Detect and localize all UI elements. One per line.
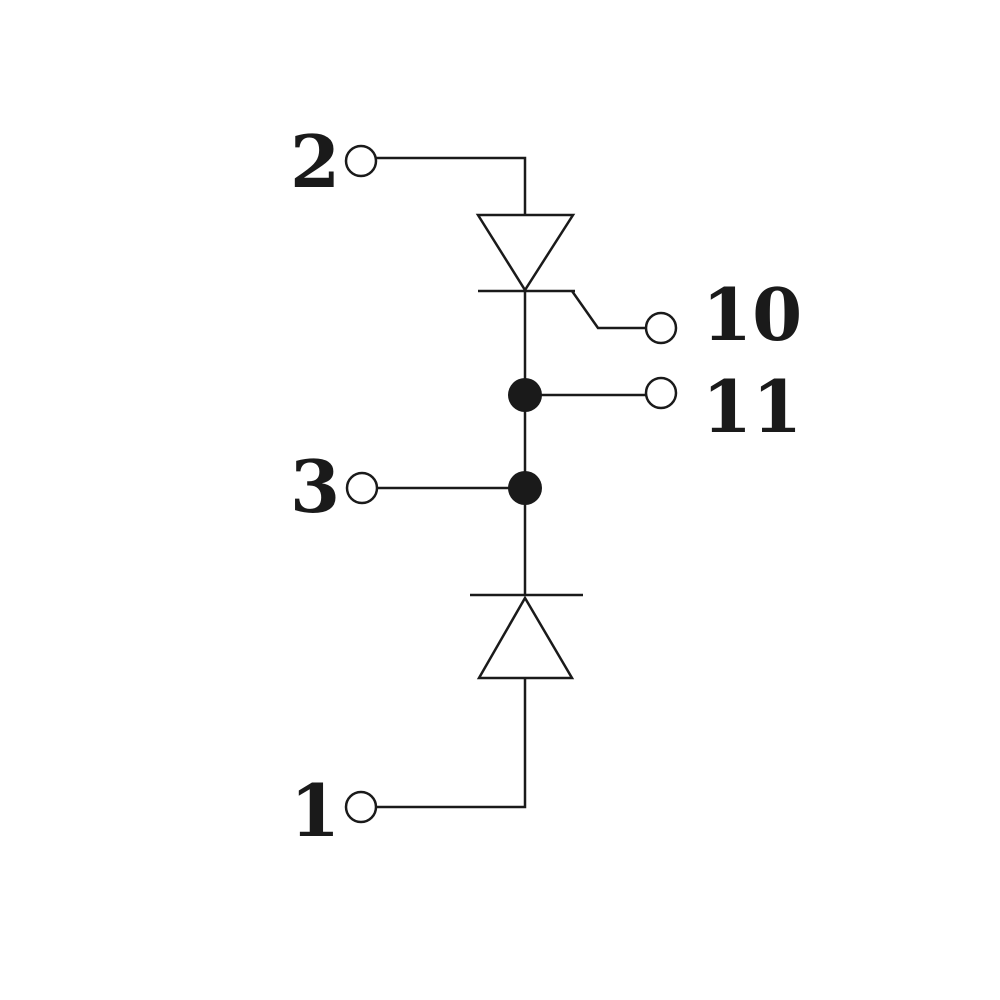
terminal-pin3 (345, 471, 379, 505)
label-pin3: 3 (290, 444, 340, 529)
label-pin1: 1 (290, 768, 340, 853)
terminals (344, 144, 678, 824)
terminal-pin2 (344, 144, 378, 178)
wire-gate-pin10 (570, 290, 648, 330)
pin-labels: 2 10 11 3 1 (290, 119, 802, 853)
thyristor-symbol (475, 213, 576, 293)
terminal-pin1 (344, 790, 378, 824)
wires (376, 156, 648, 809)
wire-pin2 (376, 156, 527, 215)
junction-pin3 (508, 471, 542, 505)
label-pin2: 2 (290, 119, 340, 204)
terminal-pin11 (644, 376, 678, 410)
label-pin10: 10 (702, 272, 802, 357)
label-pin11: 11 (702, 364, 802, 449)
wire-pin1 (376, 678, 527, 809)
diode-symbol (470, 593, 583, 680)
junctions (508, 378, 542, 505)
junction-pin11 (508, 378, 542, 412)
thyristor-triangle (475, 213, 576, 293)
diode-triangle (476, 595, 575, 680)
terminal-pin10 (644, 311, 678, 345)
